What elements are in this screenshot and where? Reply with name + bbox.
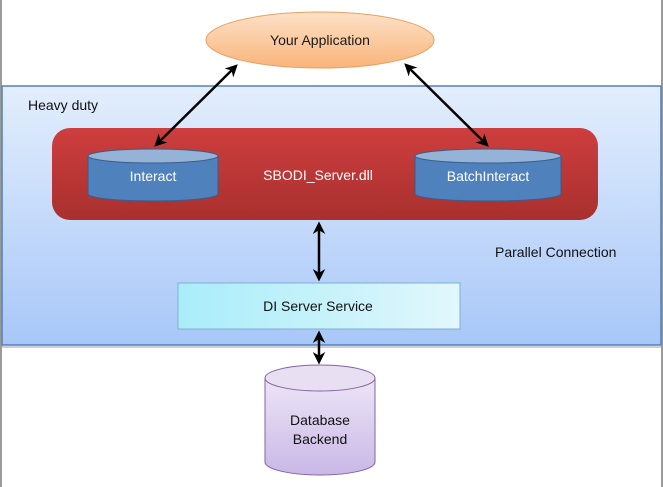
parallel-connection-label: Parallel Connection bbox=[495, 244, 616, 260]
database-cylinder[interactable]: Database Backend bbox=[264, 364, 376, 476]
dll-label: SBODI_Server.dll bbox=[263, 167, 373, 183]
interact-cylinder[interactable]: Interact bbox=[87, 148, 219, 202]
application-node[interactable]: Your Application bbox=[205, 11, 435, 69]
batch-interact-label: BatchInteract bbox=[447, 168, 530, 184]
arrow-app-to-batch-interact bbox=[404, 63, 489, 147]
arrow-app-to-interact bbox=[154, 64, 238, 147]
interact-label: Interact bbox=[130, 168, 177, 184]
di-server-service-node[interactable]: DI Server Service bbox=[177, 282, 461, 330]
application-label: Your Application bbox=[270, 32, 370, 48]
database-label-line1: Database bbox=[290, 412, 350, 428]
container-label: Heavy duty bbox=[28, 97, 98, 113]
di-service-label: DI Server Service bbox=[263, 298, 373, 314]
batch-interact-cylinder[interactable]: BatchInteract bbox=[414, 148, 562, 202]
database-label-line2: Backend bbox=[293, 431, 347, 447]
